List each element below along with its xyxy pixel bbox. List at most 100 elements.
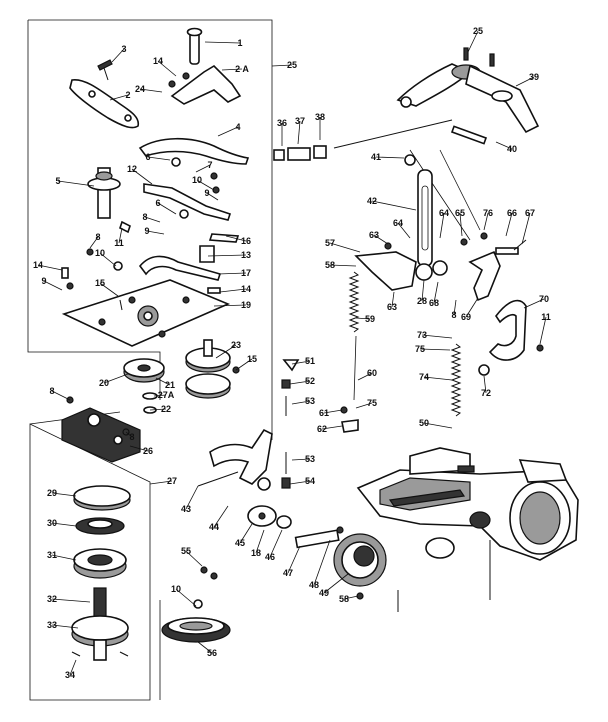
- callout-label: 58: [339, 594, 349, 604]
- leader-line: [323, 409, 343, 414]
- callout-label: 40: [507, 144, 517, 154]
- callout-label: 28: [417, 296, 427, 306]
- callout-label: 6: [145, 152, 150, 162]
- leader-line: [505, 212, 513, 237]
- callout-label: 30: [47, 518, 57, 528]
- callout-label: 15: [247, 354, 257, 364]
- callout-label: 8: [451, 310, 456, 320]
- part-12-lever: [143, 183, 232, 221]
- leader-line: [539, 316, 547, 345]
- leader-line: [329, 242, 361, 253]
- leader-line: [219, 288, 247, 293]
- leader-line: [323, 573, 349, 594]
- leader-line: [373, 234, 389, 245]
- leader-line: [99, 282, 119, 297]
- leader-line: [419, 348, 451, 351]
- leader-line: [357, 372, 373, 381]
- parts-55-56: [159, 566, 231, 700]
- callout-label: 8: [49, 386, 54, 396]
- upper-group-bracket: [27, 20, 104, 353]
- callout-label: 25: [473, 26, 483, 36]
- callout-label: 4: [235, 122, 240, 132]
- callout-label: 69: [461, 312, 471, 322]
- leader-line: [51, 598, 91, 603]
- leader-line: [371, 200, 417, 211]
- part-46-washer: [276, 515, 292, 529]
- callout-label: 63: [387, 302, 397, 312]
- leader-line: [289, 380, 311, 385]
- leader-line: [147, 156, 171, 161]
- leader-line: [291, 400, 311, 405]
- leader-line: [144, 216, 161, 223]
- callout-label: 10: [95, 248, 105, 258]
- callout-label: 34: [65, 670, 75, 680]
- part-3-screw: [97, 59, 113, 71]
- leader-line: [125, 431, 133, 438]
- callout-label: 46: [265, 552, 275, 562]
- leader-line: [423, 422, 453, 429]
- callout-label: 12: [127, 164, 137, 174]
- callout-label: 43: [181, 504, 191, 514]
- callout-label: 53: [305, 454, 315, 464]
- leader-line: [465, 297, 479, 318]
- part-59-spring: [348, 271, 360, 333]
- leader-line: [57, 180, 95, 187]
- callout-label: 75: [367, 398, 377, 408]
- leader-line: [139, 88, 163, 93]
- callout-label: 10: [192, 175, 202, 185]
- callout-label: 51: [305, 356, 315, 366]
- callout-label: 8: [129, 432, 134, 442]
- callout-label: 1: [237, 38, 242, 48]
- callout-label: 16: [241, 236, 251, 246]
- leader-line: [483, 375, 487, 394]
- leader-line: [521, 212, 531, 245]
- callout-label: 33: [47, 620, 57, 630]
- leader-line: [185, 485, 199, 510]
- part-74-spring: [450, 343, 462, 417]
- leader-line: [523, 298, 545, 309]
- upper-left-parts: [61, 27, 250, 347]
- part-28-roller: [415, 263, 433, 281]
- leader-line: [453, 299, 457, 316]
- callout-label: 42: [367, 196, 377, 206]
- callout-label: 6: [155, 198, 160, 208]
- callout-label: 11: [541, 312, 551, 322]
- callout-label: 56: [207, 648, 217, 658]
- lower-right-machine: [333, 447, 579, 612]
- part-57-bracket: [354, 251, 417, 291]
- callout-label: 39: [529, 72, 539, 82]
- leader-line: [111, 48, 125, 63]
- leader-line: [118, 227, 123, 244]
- callout-label: 72: [481, 388, 491, 398]
- callout-label: 37: [295, 116, 305, 126]
- leader-line: [269, 529, 283, 558]
- callout-label: 9: [41, 276, 46, 286]
- callout-label: 8: [142, 212, 147, 222]
- leader-line: [217, 272, 247, 275]
- part-54-nut: [281, 477, 291, 489]
- leader-line: [37, 264, 63, 271]
- callout-label: 15: [95, 278, 105, 288]
- leader-line: [196, 179, 215, 191]
- part-69-lever: [468, 250, 501, 302]
- leader-line: [239, 523, 253, 544]
- callout-label: 2: [125, 90, 130, 100]
- leader-line: [287, 545, 301, 574]
- callout-label: 2 A: [235, 64, 249, 74]
- leader-line: [197, 641, 213, 654]
- leader-line: [375, 156, 405, 159]
- leader-line: [51, 390, 71, 401]
- callout-label: 7: [207, 160, 212, 170]
- callout-label: 49: [319, 588, 329, 598]
- callout-label: 45: [235, 538, 245, 548]
- leader-line: [313, 539, 331, 586]
- part-47-shaft: [294, 529, 340, 549]
- callout-label: 17: [241, 268, 251, 278]
- upper-group-bracket-top: [28, 19, 273, 440]
- part-36-collar: [273, 149, 285, 161]
- leader-line: [439, 212, 445, 239]
- leader-line: [355, 402, 373, 409]
- callout-label: 62: [317, 424, 327, 434]
- callout-label: 5: [55, 176, 60, 186]
- leader-line: [221, 68, 243, 71]
